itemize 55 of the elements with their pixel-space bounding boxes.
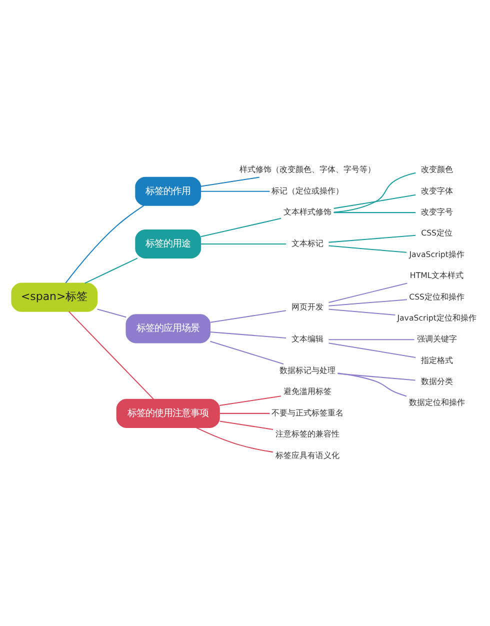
connector [200,190,270,192]
connector [97,308,126,318]
connector [338,373,416,381]
connector [196,427,273,453]
connector [328,339,414,340]
connector [334,212,416,214]
connector [210,331,286,339]
connector [328,245,407,253]
node-text: 数据定位和操作 [408,398,465,408]
node-box: 标签的作用 [135,176,202,206]
node-text: 标签应具有语义化 [275,450,340,460]
connector [210,310,286,323]
node-text: 数据标记与处理 [279,366,336,376]
node-text: 强调关键字 [416,334,457,344]
connector [338,372,407,397]
node-text: 文本标记 [291,238,324,248]
node-text: CSS定位 [421,228,453,238]
node-box: 标签的应用场景 [126,314,210,344]
connector [200,243,286,244]
node-box: 标签的用途 [135,229,202,258]
node-text: 文本编辑 [291,334,324,344]
node-text: CSS定位和操作 [409,292,465,302]
connector [220,420,274,430]
connector [220,412,270,414]
connector [219,396,282,406]
node-text: 改变字号 [420,208,453,217]
node-text: 避免滥用标签 [283,387,332,396]
node-text: 数据分类 [420,377,453,386]
connector [84,258,138,284]
connector [68,311,154,400]
node-text: 改变颜色 [420,165,453,174]
node-text: 标记（定位或操作） [271,186,344,196]
node-text: 改变字体 [420,186,453,196]
connector [328,282,408,303]
connector [334,194,416,209]
connector [65,205,144,284]
node-box: <span>标签 [11,282,98,312]
connector [200,176,260,187]
node-text: HTML文本样式 [410,271,464,280]
node-text: 文本样式修饰 [283,208,332,217]
node-text: JavaScript定位和操作 [397,313,476,322]
node-text: 网页开发 [291,302,324,312]
connector [328,299,408,306]
connector [328,234,416,243]
node-text: 注意标签的兼容性 [275,430,340,439]
connector [328,342,416,358]
node-text: 样式修饰（改变颜色、字体、字号等） [239,165,376,174]
node-box: 标签的使用注意事项 [116,398,220,428]
node-text: JavaScript操作 [409,250,464,259]
node-text: 不要与正式标签重名 [271,408,344,418]
connector [200,218,282,238]
node-text: 指定格式 [420,356,453,365]
connector [328,308,396,316]
connector [334,172,416,213]
connector [210,340,284,364]
